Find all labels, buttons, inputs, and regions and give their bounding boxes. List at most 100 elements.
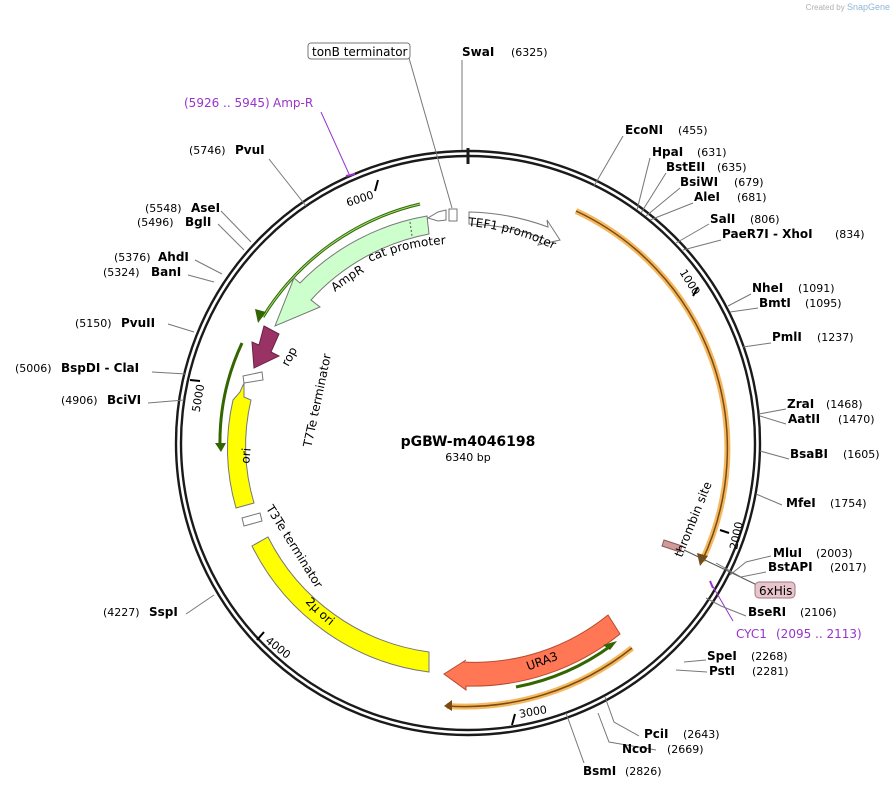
primer-cyc1-leader: [711, 584, 734, 622]
site-sspi-name: SspI: [149, 605, 178, 619]
site-bsabi-name: BsaBI: [790, 447, 828, 461]
snapgene-logo: SnapGene: [846, 2, 890, 12]
site-econi-pos: (455): [678, 124, 708, 137]
site-leaders: [147, 60, 790, 764]
site-ahdi-pos: (5376): [114, 251, 151, 264]
site-aatii-pos: (1470): [838, 413, 875, 426]
site-bcivi-name: BciVI: [107, 393, 141, 407]
site-swai-name: SwaI: [462, 45, 494, 59]
site-psti-pos: (2281): [752, 665, 789, 678]
credit-prefix: Created by: [805, 3, 845, 12]
thrombin-site-mark[interactable]: [661, 539, 683, 553]
site-spei-pos: (2268): [751, 650, 788, 663]
site-bsmi-name: BsmI: [583, 764, 616, 778]
site-sali-pos: (806): [750, 213, 780, 226]
small-promoter-arrow[interactable]: [426, 209, 447, 222]
rop-arrow[interactable]: [251, 325, 281, 369]
t7te-terminator-label: T7Te terminator: [300, 352, 334, 449]
primer-ampr-name: Amp-R: [273, 96, 313, 110]
tick-5000: [189, 379, 201, 382]
site-pmli-pos: (1237): [817, 331, 854, 344]
site-psti-name: PstI: [709, 664, 735, 678]
primer-cyc1-name: CYC1: [736, 627, 767, 641]
tick-4000: [256, 631, 265, 641]
site-pcii-name: PciI: [644, 727, 669, 741]
primer-cyc1-mark[interactable]: [709, 580, 714, 589]
site-nhei-name: NheI: [752, 281, 783, 295]
ura3-orf-line: [515, 643, 613, 689]
site-bsiwi-pos: (679): [734, 176, 764, 189]
ampr-orf-highlight: [262, 203, 421, 318]
bottom-orf-head: [444, 700, 452, 711]
tick-label-6000: 6000: [345, 189, 376, 210]
tick-label-3000: 3000: [518, 703, 548, 721]
ura3-arrow[interactable]: [443, 614, 621, 691]
site-pvuii-name: PvuII: [121, 316, 155, 330]
primer-ampr-mark[interactable]: [345, 173, 356, 177]
site-bmti-pos: (1095): [805, 297, 842, 310]
tonb-terminator-mark[interactable]: [448, 208, 458, 222]
site-mlui-name: MluI: [773, 546, 802, 560]
site-bstapi-name: BstAPI: [768, 560, 813, 574]
site-alei-pos: (681): [737, 191, 767, 204]
ori-label: ori: [238, 447, 253, 464]
tick-6000: [374, 179, 379, 192]
plasmid-length: 6340 bp: [445, 451, 490, 464]
site-bani-name: BanI: [151, 265, 181, 279]
ampr-orf-head: [255, 309, 266, 323]
rop-label: rop: [279, 345, 301, 369]
tonb-terminator-label: tonB terminator: [312, 45, 408, 59]
site-bcivi-pos: (4906): [61, 394, 98, 407]
site-bgli-pos: (5496): [137, 216, 174, 229]
site-bseri-pos: (2106): [800, 606, 837, 619]
t3te-terminator-mark[interactable]: [241, 512, 263, 527]
tick-label-2000: 2000: [727, 521, 746, 551]
site-bsteii-pos: (635): [717, 161, 747, 174]
tonb-terminator-box[interactable]: [307, 42, 411, 60]
primers: (5926 .. 5945) Amp-R CYC1 (2095 .. 2113): [184, 96, 862, 641]
tonb-leader: [408, 57, 453, 209]
site-aatii-name: AatII: [788, 412, 820, 426]
site-swai-pos: (6325): [511, 46, 548, 59]
tick-1000: [692, 286, 699, 297]
site-bani-pos: (5324): [103, 266, 140, 279]
tef1-promoter-arrow[interactable]: [468, 211, 561, 246]
site-zrai-pos: (1468): [826, 398, 863, 411]
site-pcii-pos: (2643): [683, 728, 720, 741]
site-ncoi-pos: (2669): [667, 743, 704, 756]
site-hpai-pos: (631): [697, 146, 727, 159]
site-mfei-pos: (1754): [830, 497, 867, 510]
site-asei-name: AseI: [191, 201, 220, 215]
primer-ampr-leader: [320, 111, 350, 175]
site-alei-name: AleI: [694, 190, 720, 204]
site-mlui-pos: (2003): [816, 547, 853, 560]
site-zrai-name: ZraI: [787, 397, 814, 411]
site-bsabi-pos: (1605): [843, 448, 880, 461]
site-bmti-name: BmtI: [759, 296, 791, 310]
site-bsmi-pos: (2826): [625, 765, 662, 778]
site-pmli-name: PmlI: [772, 330, 802, 344]
site-paer7i-xhoi-pos: (834): [835, 228, 865, 241]
bottom-orf-line: [446, 647, 633, 708]
primer-ampr-range: (5926 .. 5945): [184, 96, 270, 110]
site-bsteii-name: BstEII: [666, 160, 705, 174]
site-ncoi-name: NcoI: [622, 742, 652, 756]
ori-arrow[interactable]: [227, 382, 255, 509]
his-tag-box[interactable]: [754, 581, 796, 599]
left-orf-line: [218, 342, 244, 448]
primer-cyc1-range: (2095 .. 2113): [776, 627, 862, 641]
his-tag-label: 6xHis: [759, 584, 792, 598]
right-orf-line: [575, 210, 729, 562]
ura3-orf-head: [603, 641, 617, 650]
site-bspdi-clai-pos: (5006): [15, 362, 52, 375]
site-pvuii-pos: (5150): [75, 317, 112, 330]
left-orf-head: [215, 443, 226, 452]
site-nhei-pos: (1091): [798, 282, 835, 295]
twomu-ori-arrow[interactable]: [251, 536, 430, 673]
t7te-terminator-mark[interactable]: [242, 371, 264, 384]
site-bspdi-clai-name: BspDI - ClaI: [61, 361, 139, 375]
ampr-arrow[interactable]: [274, 215, 430, 327]
site-spei-name: SpeI: [707, 649, 737, 663]
site-bseri-name: BseRI: [748, 605, 786, 619]
